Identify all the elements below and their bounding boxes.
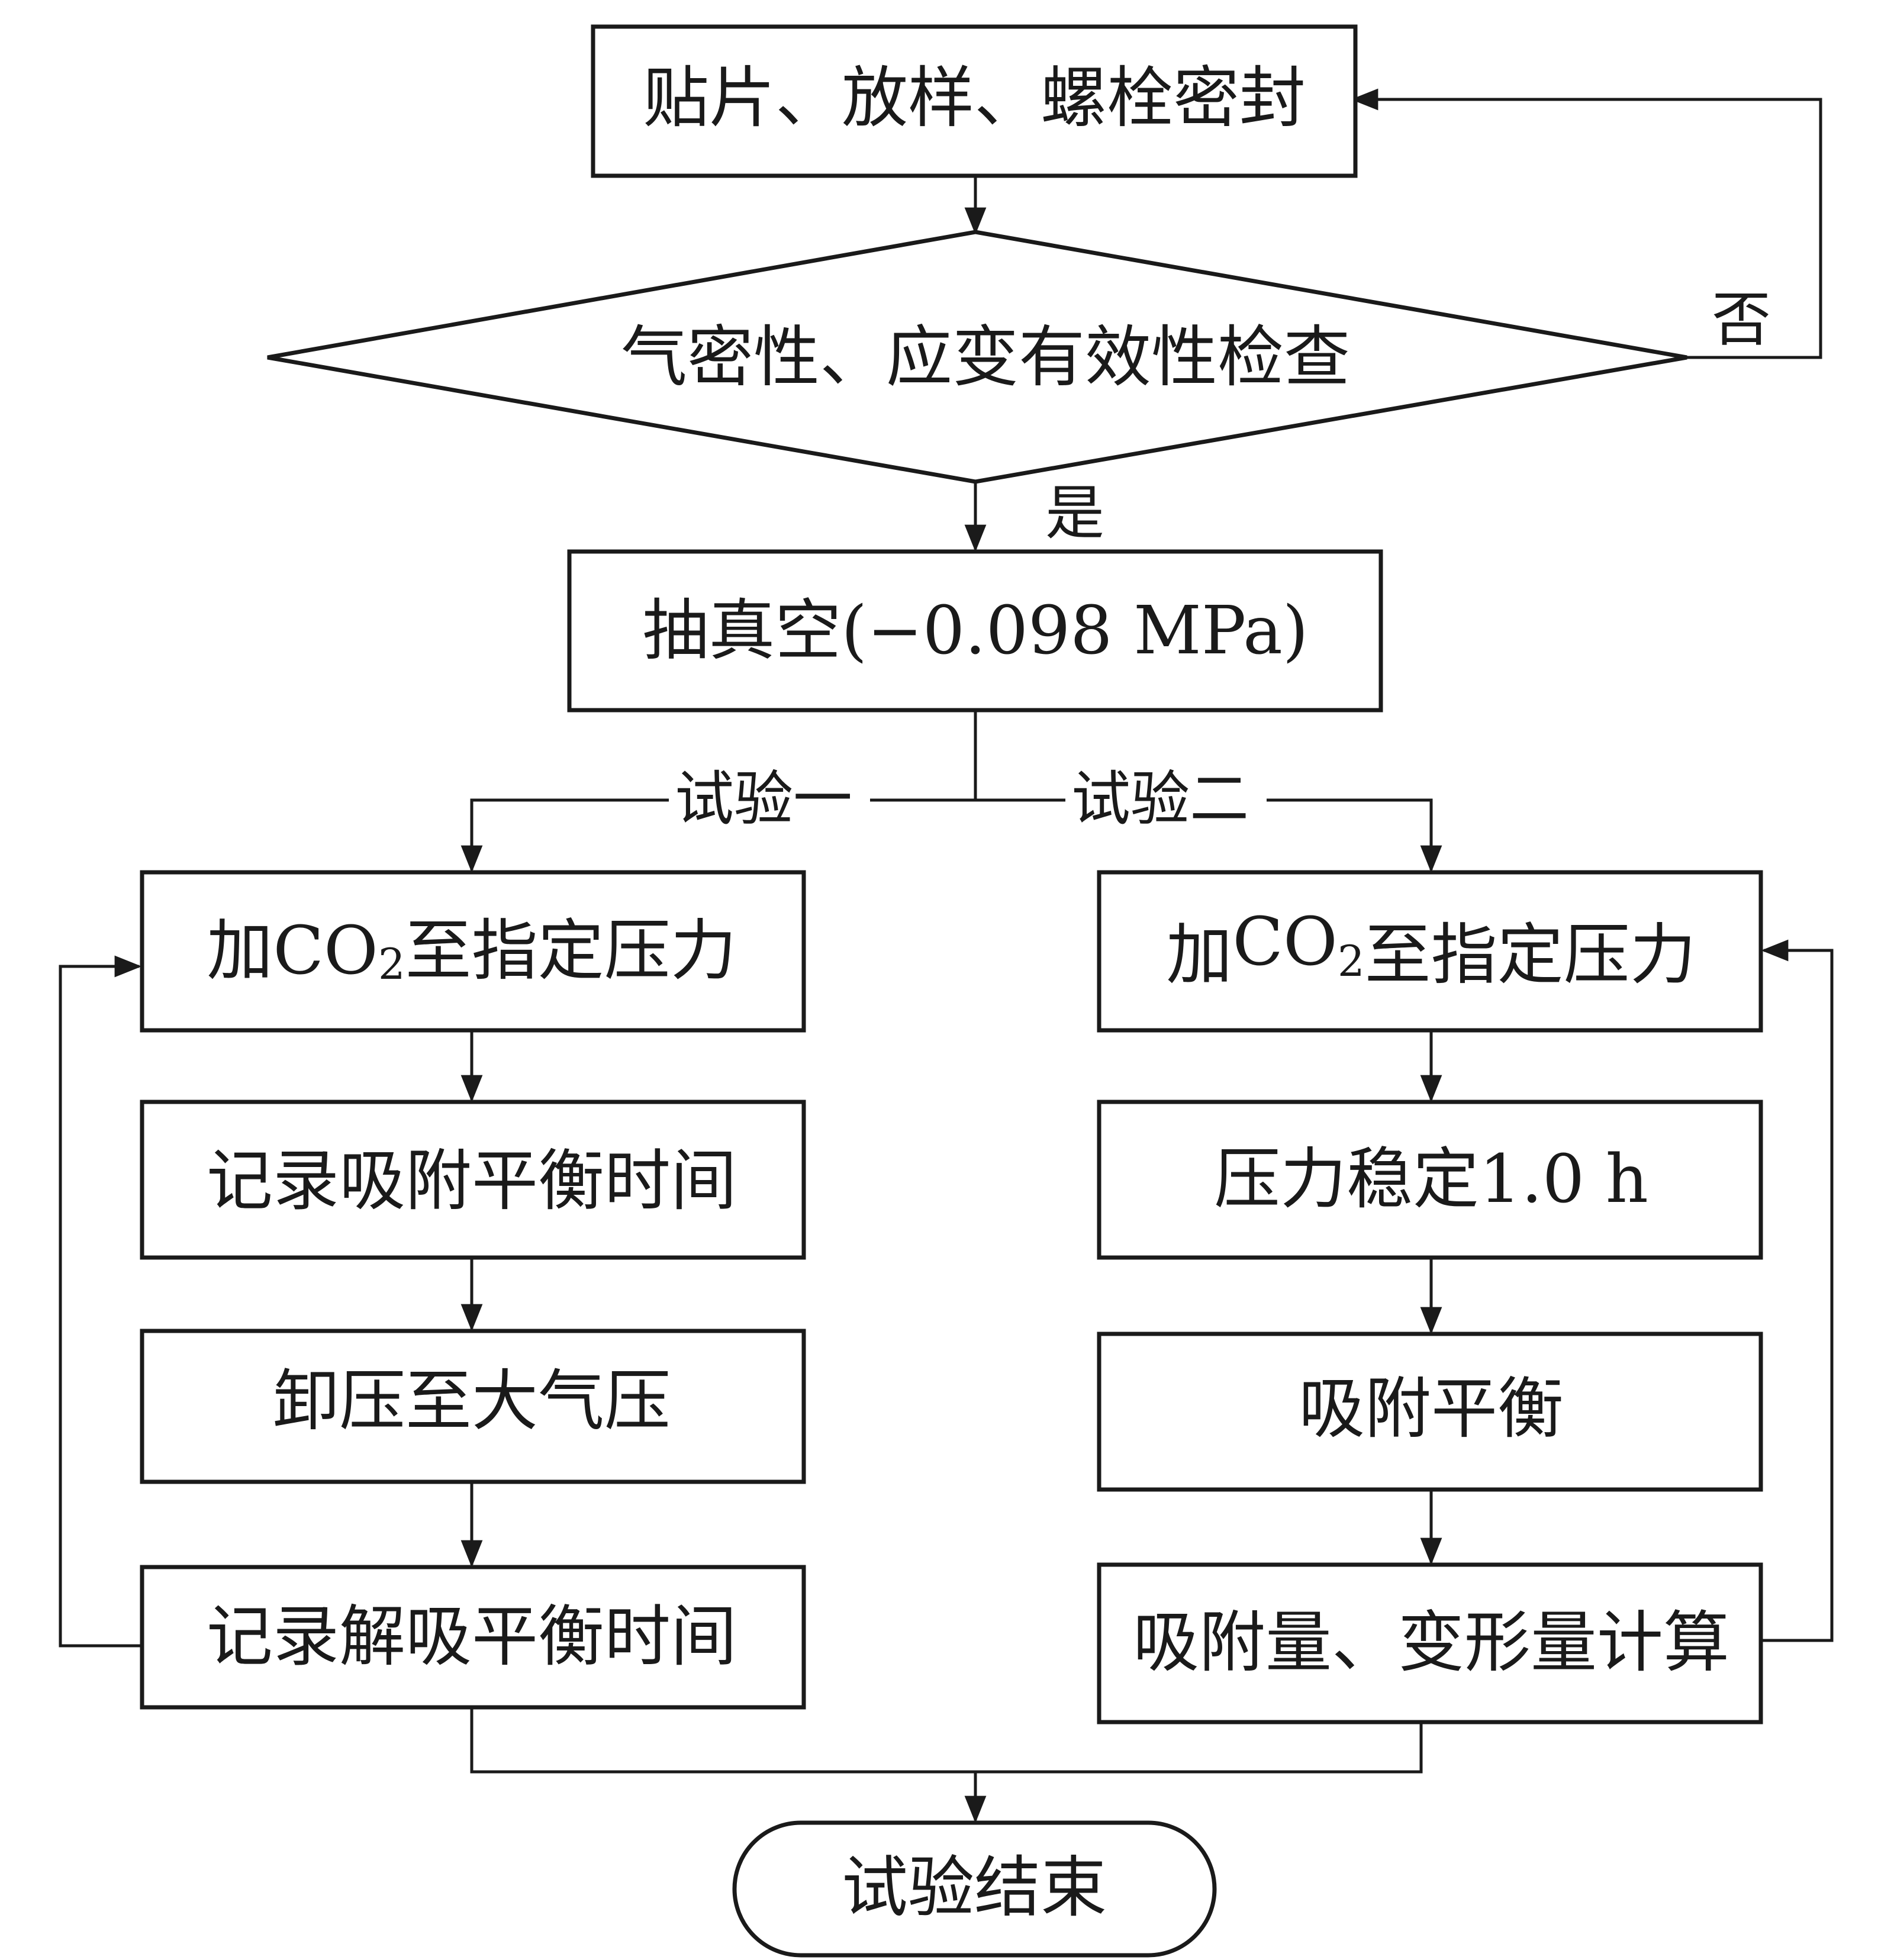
node-vacuum-label: 抽真空(−0.098 MPa): [642, 592, 1308, 669]
node-exp2-equilibrium-label: 吸附平衡: [1299, 1371, 1564, 1448]
edge-exp1-loop: [59, 955, 142, 1648]
node-exp1-add: 加CO2至指定压力: [140, 870, 806, 1033]
node-exp1-record-des: 记录解吸平衡时间: [140, 1565, 806, 1710]
edge-label-exp2: 试验二: [1071, 765, 1249, 834]
node-exp2-add-label: 加CO2至指定压力: [1166, 904, 1696, 994]
edge-exp2-loop: [1761, 939, 1834, 1642]
edge-label-exp1: 试验一: [675, 765, 852, 834]
node-vacuum: 抽真空(−0.098 MPa): [567, 549, 1383, 713]
node-exp1-record-ads: 记录吸附平衡时间: [140, 1100, 806, 1260]
node-exp1-record-des-label: 记录解吸平衡时间: [207, 1598, 737, 1675]
edge-label-exp1-bg: [669, 769, 870, 831]
edge-check-no-loop: [1351, 88, 1822, 359]
node-check-label: 气密性、应变有效性检查: [621, 319, 1350, 396]
edge-merge-lines: [470, 1707, 1423, 1774]
edge-label-exp2-bg: [1065, 769, 1267, 831]
node-exp2-calc: 吸附量、变形量计算: [1097, 1562, 1763, 1724]
node-exp1-release-label: 卸压至大气压: [273, 1363, 671, 1440]
node-prepare: 贴片、放样、螺栓密封: [591, 24, 1358, 178]
node-exp2-add: 加CO2至指定压力: [1097, 870, 1763, 1033]
node-prepare-label: 贴片、放样、螺栓密封: [643, 60, 1306, 137]
node-end-label: 试验结束: [842, 1849, 1107, 1926]
node-end: 试验结束: [732, 1820, 1217, 1958]
node-exp1-add-label: 加CO2至指定压力: [207, 913, 736, 989]
node-exp2-equilibrium: 吸附平衡: [1097, 1332, 1763, 1492]
node-exp2-calc-label: 吸附量、变形量计算: [1133, 1604, 1729, 1681]
node-check: 气密性、应变有效性检查: [267, 230, 1687, 484]
node-exp1-release: 卸压至大气压: [140, 1329, 806, 1484]
edge-label-no: 否: [1712, 285, 1771, 354]
edge-label-yes: 是: [1045, 479, 1104, 548]
node-exp1-record-ads-label: 记录吸附平衡时间: [207, 1143, 737, 1220]
node-exp2-stable: 压力稳定1.0 h: [1097, 1100, 1763, 1260]
node-exp2-stable-label: 压力稳定1.0 h: [1214, 1141, 1648, 1218]
